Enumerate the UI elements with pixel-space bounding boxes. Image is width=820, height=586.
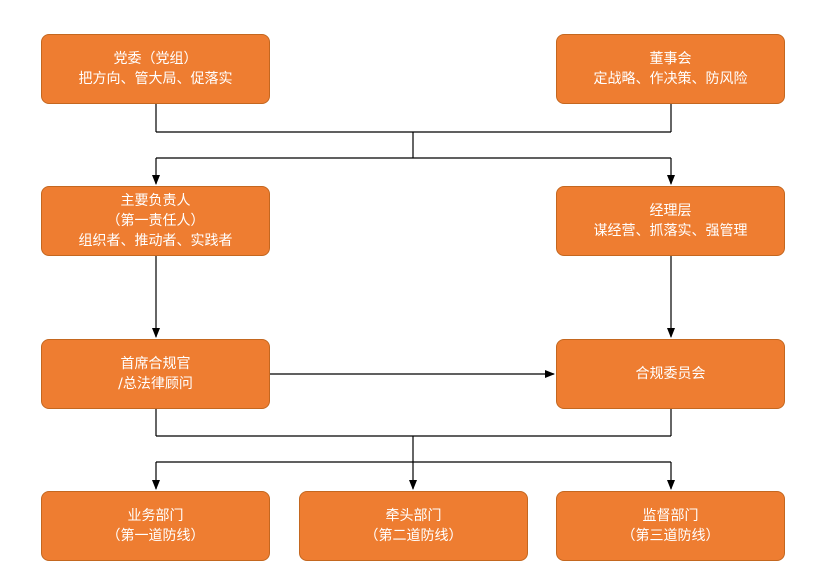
party-committee-role: 把方向、管大局、促落实	[78, 71, 233, 87]
lead-department-line: （第二道防线）	[364, 528, 463, 544]
board-of-directors-box: 董事会 定战略、作决策、防风险	[556, 34, 785, 104]
principal-head-subtitle: （第一责任人）	[106, 213, 205, 229]
principal-head-role: 组织者、推动者、实践者	[78, 233, 233, 249]
cco-title: 首席合规官	[120, 356, 191, 372]
cco-subtitle: /总法律顾问	[118, 376, 193, 392]
board-role: 定战略、作决策、防风险	[593, 71, 748, 87]
lead-department-title: 牵头部门	[385, 508, 442, 524]
lead-department-box: 牵头部门 （第二道防线）	[299, 491, 528, 561]
business-department-line: （第一道防线）	[106, 528, 205, 544]
chief-compliance-officer-box: 首席合规官 /总法律顾问	[41, 339, 270, 409]
business-department-box: 业务部门 （第一道防线）	[41, 491, 270, 561]
supervision-department-box: 监督部门 （第三道防线）	[556, 491, 785, 561]
principal-head-box: 主要负责人 （第一责任人） 组织者、推动者、实践者	[41, 186, 270, 256]
compliance-committee-title: 合规委员会	[635, 366, 706, 382]
supervision-department-title: 监督部门	[642, 508, 699, 524]
party-committee-title: 党委（党组）	[113, 51, 198, 67]
management-role: 谋经营、抓落实、强管理	[593, 223, 748, 239]
board-title: 董事会	[649, 51, 692, 67]
business-department-title: 业务部门	[127, 508, 184, 524]
compliance-committee-box: 合规委员会	[556, 339, 785, 409]
party-committee-box: 党委（党组） 把方向、管大局、促落实	[41, 34, 270, 104]
principal-head-title: 主要负责人	[120, 193, 191, 209]
management-box: 经理层 谋经营、抓落实、强管理	[556, 186, 785, 256]
management-title: 经理层	[649, 203, 692, 219]
supervision-department-line: （第三道防线）	[621, 528, 720, 544]
